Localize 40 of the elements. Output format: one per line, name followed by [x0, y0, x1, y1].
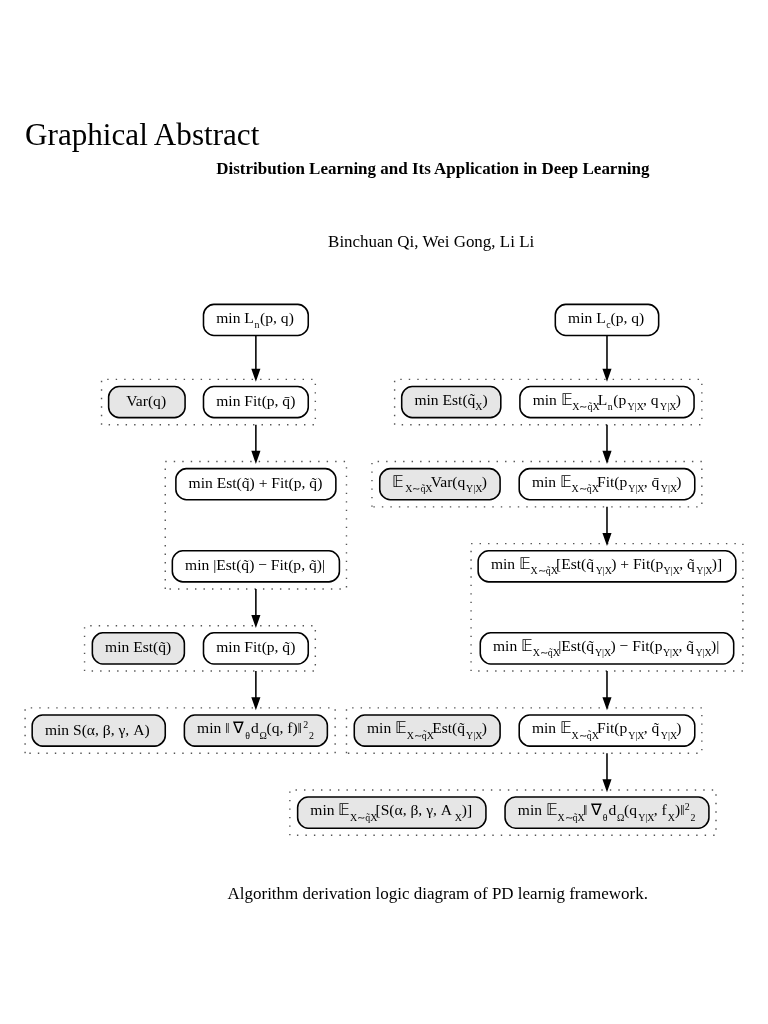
node-box: min 𝔼$_{X∼q̃X}$Est(q̃$_{Y|X}$) [353, 713, 501, 747]
arrow [602, 423, 612, 464]
node-box: Var(q) [107, 385, 186, 418]
node-box: min 𝔼$_{X∼q̃X}$Fit(p$_{Y|X}$, q̃$_{Y|X}$) [518, 713, 696, 747]
cluster [164, 460, 348, 590]
caption: Algorithm derivation logic diagram of PD learnig framework. [227, 883, 648, 903]
node-box: min 𝔼$_{X∼q̃X}$[S(α, β, γ, A$_{X}$)] [296, 795, 487, 829]
arrow [602, 751, 612, 792]
node-box: min Est(q̃) [91, 631, 186, 665]
label: Binchuan Qi, Wei Gong, Li Li [328, 231, 535, 251]
arrow [251, 423, 261, 464]
node-box: min Fit(p, q̃) [202, 631, 310, 665]
cluster [289, 788, 717, 836]
arrow [251, 587, 261, 628]
node-box: min Est(q̃) + Fit(p, q̃) [175, 467, 337, 501]
node-box: min Fit(p, q̄) [202, 385, 310, 418]
node-box: min S(α, β, γ, A) [31, 713, 167, 747]
node-box: min |Est(q̃) − Fit(p, q̃)| [171, 549, 341, 583]
cluster [83, 624, 317, 672]
cluster [470, 542, 744, 672]
cluster [371, 460, 703, 508]
arrow [251, 669, 261, 710]
node-box: min 𝔼$_{X∼q̃X}$|Est(q̃$_{Y|X}$) − Fit(p$_{Y|X}$, q̃$_{Y|X}$)| [479, 631, 735, 665]
node-box: min L$_{n}$(p, q) [202, 303, 310, 336]
node-box: min 𝔼$_{X∼q̃X}$L$_{n}$(p$_{Y|X}$, q$_{Y|X}$) [519, 385, 695, 418]
arrow [251, 334, 261, 382]
label: Distribution Learning and Its Application in Deep Learning [216, 158, 650, 178]
node-box: 𝔼$_{X∼q̃X}$Var(q$_{Y|X}$) [378, 467, 501, 501]
cluster [393, 378, 703, 425]
cluster [24, 706, 336, 754]
node-box: min L$_{c}$(p, q) [554, 303, 660, 336]
arrow [602, 505, 612, 546]
node-box: min Est(q̃$_{X}$) [400, 385, 502, 418]
cluster [100, 378, 317, 425]
node-box: min 𝔼$_{X∼q̃X}$Fit(p$_{Y|X}$, q̄$_{Y|X}$) [518, 467, 696, 501]
arrow [602, 669, 612, 710]
arrow [602, 334, 612, 382]
node-box: min 𝔼$_{X∼q̃X}$[Est(q̃$_{Y|X}$) + Fit(p$_{Y|X}$, q̃$_{Y|X}$)] [477, 549, 737, 583]
diagram-title: Graphical Abstract [25, 116, 260, 152]
cluster [345, 706, 703, 754]
